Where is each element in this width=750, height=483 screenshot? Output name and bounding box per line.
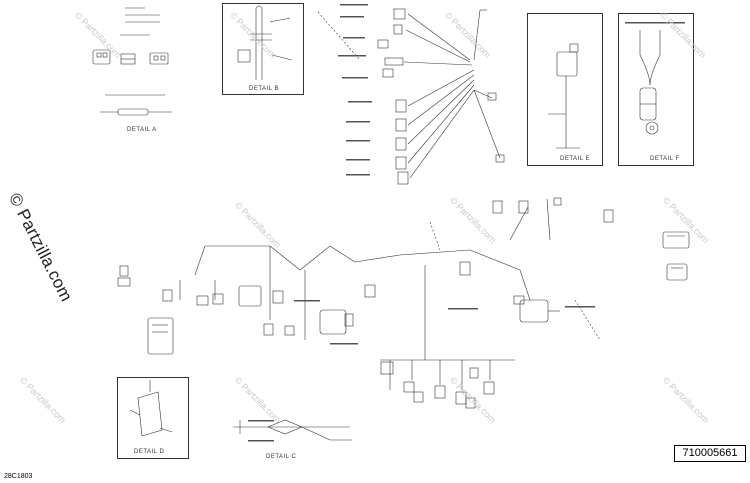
upper-connector-column bbox=[377, 8, 505, 185]
detail-e-box bbox=[527, 13, 603, 166]
legend-connectors bbox=[92, 7, 169, 65]
detail-f-drawing bbox=[639, 30, 661, 135]
relay-block bbox=[513, 295, 560, 323]
part-number-box: 710005661 bbox=[674, 445, 746, 462]
detail-a-drawing bbox=[100, 94, 172, 116]
right-connectors bbox=[492, 197, 690, 281]
detail-c-drawing bbox=[233, 419, 352, 441]
detail-f-box bbox=[618, 13, 694, 166]
detail-c-label: DETAIL C bbox=[266, 454, 297, 460]
detail-d-label: DETAIL D bbox=[134, 449, 165, 455]
detail-d-box bbox=[117, 377, 189, 459]
lower-connectors bbox=[380, 361, 495, 409]
detail-d-drawing bbox=[129, 380, 173, 437]
detail-a-label: DETAIL A bbox=[127, 127, 157, 133]
detail-e-drawing bbox=[548, 43, 580, 149]
detail-b-box bbox=[222, 3, 304, 95]
detail-b-label: DETAIL B bbox=[249, 86, 280, 92]
left-connectors bbox=[117, 261, 471, 355]
detail-b-drawing bbox=[237, 5, 293, 80]
reference-code: 28C1803 bbox=[4, 473, 33, 480]
main-harness-trunk bbox=[179, 245, 531, 390]
detail-f-label: DETAIL F bbox=[650, 156, 680, 162]
detail-e-label: DETAIL E bbox=[560, 156, 591, 162]
